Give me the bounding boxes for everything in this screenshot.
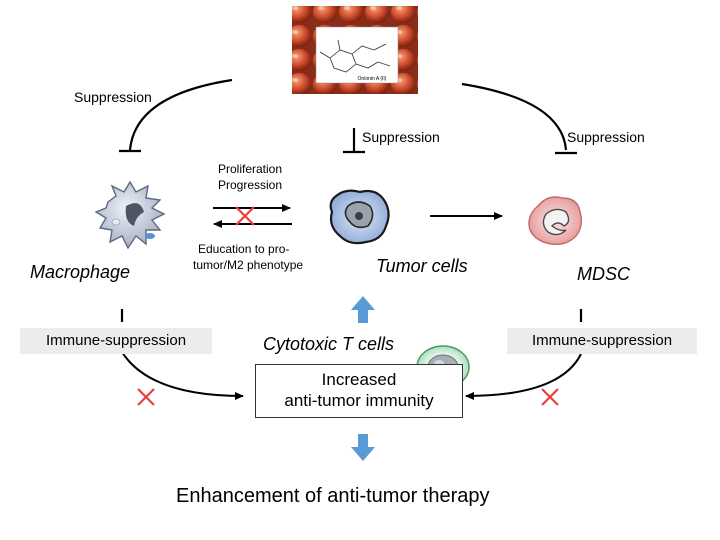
result-line-1: Increased [321,370,397,389]
result-box: Increased anti-tumor immunity [255,364,463,418]
education-label-line2: tumor/M2 phenotype [193,258,304,272]
arrow-right-to-result [465,353,582,400]
macrophage-label: Macrophage [30,262,131,282]
cytotoxic-t-cells-label: Cytotoxic T cells [263,334,395,354]
immune-suppression-box-left: Immune-suppression [20,328,212,354]
suppression-curve-left [128,78,233,151]
education-label-line1: Education to pro- [198,242,290,256]
proliferation-label: Proliferation [218,162,283,176]
macrophage-cell-icon [94,180,166,250]
arrow-left-to-result [121,351,244,400]
suppression-curve-right [461,82,568,151]
immune-suppression-box-right: Immune-suppression [507,328,697,354]
mdsc-label: MDSC [577,264,630,284]
chemical-structure-icon [319,39,391,73]
progression-label: Progression [218,178,283,192]
block-mark-icon-right [541,388,559,406]
up-arrow-icon [351,296,375,323]
suppression-label-right: Suppression [567,129,645,145]
tumor-cell-icon [329,189,390,245]
suppression-label-center: Suppression [362,129,440,145]
result-line-2: anti-tumor immunity [284,391,434,410]
tumor-cells-label: Tumor cells [376,256,468,276]
bottom-conclusion: Enhancement of anti-tumor therapy [176,485,490,507]
onion-photo [292,6,418,94]
block-mark-icon-left [137,388,155,406]
mdsc-cell-icon [528,196,583,246]
block-mark-icon-center [235,206,255,226]
suppression-label-left: Suppression [74,89,152,105]
structure-caption: Onionin A (II) [358,76,387,82]
down-arrow-icon [351,434,375,461]
